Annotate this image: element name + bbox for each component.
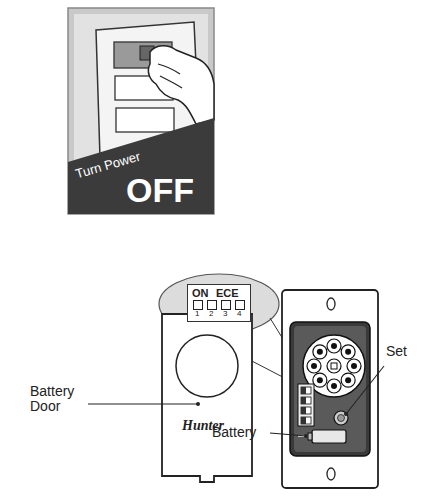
leader-line: [88, 403, 198, 404]
dip-lever: [301, 417, 311, 424]
leader-dot: [196, 402, 200, 406]
leader-dot: [304, 434, 308, 438]
dip-lever-knob: [301, 407, 306, 414]
key-button: [327, 339, 341, 353]
dip-lever: [301, 387, 311, 394]
switch-number: 3: [223, 310, 227, 319]
part-label: Set: [386, 344, 407, 359]
band-fill: [68, 118, 214, 214]
leader-line: [270, 433, 306, 436]
leader-line: [346, 366, 384, 414]
key-icon: [317, 349, 323, 355]
key-icon: [317, 377, 323, 383]
instruction-word: OFF: [126, 172, 194, 209]
leader-dot: [344, 412, 348, 416]
dip-lever-knob: [301, 417, 306, 424]
switch-number: 2: [209, 310, 213, 319]
dip-levers: [301, 387, 311, 424]
key-icon: [345, 377, 351, 383]
hand: [148, 46, 214, 124]
key-button: [313, 345, 327, 359]
key-icon: [331, 383, 337, 389]
key-icon: [351, 363, 357, 369]
key-button: [341, 373, 355, 387]
switch-number: 4: [237, 310, 241, 319]
panel-ground: [68, 8, 214, 214]
key-icon: [311, 363, 317, 369]
screw-hole: [327, 468, 335, 480]
dip-lever: [301, 407, 311, 414]
dip-callout-box: ON ECE 1 2 3 4: [187, 284, 251, 322]
key-icon: [331, 343, 337, 349]
dip-square: [193, 300, 203, 310]
switch-label: ON: [192, 287, 209, 299]
set-button: [334, 411, 348, 425]
screw-hole: [327, 298, 335, 310]
key-button: [327, 359, 341, 373]
key-button: [313, 373, 327, 387]
dip-lever-knob: [301, 397, 306, 404]
power-off-band: Turn PowerOFF: [68, 118, 214, 214]
dip-lever-knob: [301, 387, 306, 394]
part-label: Battery Door: [30, 384, 86, 415]
key-button: [347, 359, 361, 373]
switch-label: ECE: [216, 287, 239, 299]
part-label: Battery: [212, 425, 256, 440]
wall-plate: [282, 290, 378, 488]
key-icon: [345, 349, 351, 355]
key-button: [327, 379, 341, 393]
dip-switch: [298, 384, 314, 426]
switch-number: 1: [195, 310, 199, 319]
dip-square: [235, 300, 245, 310]
compartment-inner: [294, 326, 366, 452]
dip-lever: [301, 397, 311, 404]
dip-square: [207, 300, 217, 310]
set-button-core: [338, 415, 345, 422]
keypad-buttons: [307, 339, 361, 393]
key-button: [341, 345, 355, 359]
door-window: [176, 335, 238, 397]
battery-terminal: [308, 433, 312, 440]
finger-lines: [158, 64, 182, 88]
battery: [312, 430, 346, 443]
rocker-switch: [116, 108, 174, 132]
key-button: [307, 359, 321, 373]
battery-door: [162, 314, 252, 482]
key-icon: [331, 363, 337, 369]
dip-square: [221, 300, 231, 310]
